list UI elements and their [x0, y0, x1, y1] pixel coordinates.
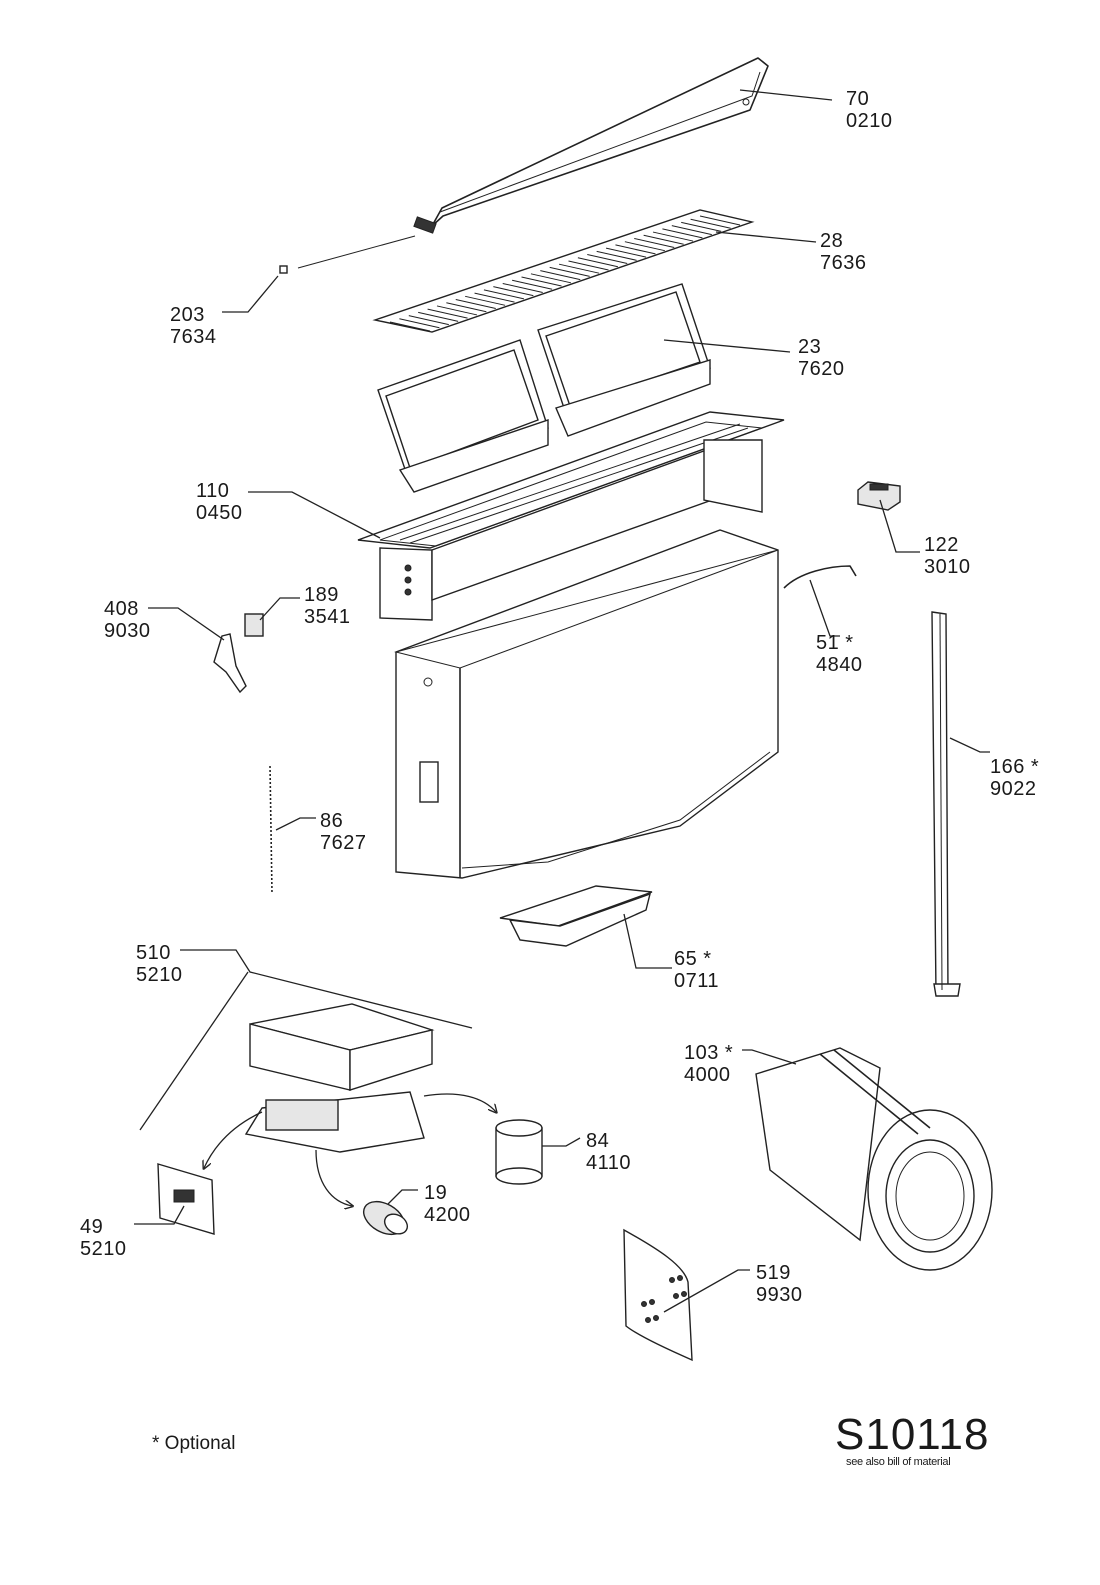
part-110-top-frame: [357, 411, 785, 621]
part-label-203: 203 7634: [170, 304, 217, 348]
part-label-86: 86 7627: [320, 810, 367, 854]
part-label-51: 51 * 4840: [816, 632, 863, 676]
part-code: 4000: [684, 1064, 731, 1086]
part-code: 7620: [798, 358, 845, 380]
part-408-bracket: [213, 633, 247, 694]
part-103-fan: [755, 1047, 993, 1271]
part-49-circuit-board: [157, 1163, 215, 1235]
part-label-103: 103 * 4000: [684, 1042, 733, 1086]
part-number: 49: [80, 1216, 104, 1238]
part-number: 70: [846, 88, 870, 110]
part-189-connector: [244, 613, 264, 637]
part-51-cable: [783, 565, 857, 589]
part-code: 3541: [304, 606, 351, 628]
part-label-23: 23 7620: [798, 336, 845, 380]
part-code: 4200: [424, 1204, 471, 1226]
part-code: 5210: [136, 964, 183, 986]
part-number: 51 *: [816, 632, 854, 654]
part-number: 166 *: [990, 756, 1040, 778]
part-label-49: 49 5210: [80, 1216, 127, 1260]
part-number: 23: [798, 336, 822, 358]
part-code: 7634: [170, 326, 217, 348]
part-19-plug: [363, 1200, 409, 1236]
part-label-110: 110 0450: [196, 480, 243, 524]
part-number: 510: [136, 942, 171, 964]
part-label-19: 19 4200: [424, 1182, 471, 1226]
part-code: 3010: [924, 556, 971, 578]
part-number: 103 *: [684, 1042, 734, 1064]
part-code: 7636: [820, 252, 867, 274]
part-number: 86: [320, 810, 344, 832]
part-number: 189: [304, 584, 339, 606]
part-number: 28: [820, 230, 844, 252]
drawing-number: S10118: [835, 1410, 990, 1459]
part-65-tray: [499, 885, 653, 947]
part-number: 84: [586, 1130, 610, 1152]
part-203-small-clip: [279, 265, 288, 274]
part-code: 9030: [104, 620, 151, 642]
part-label-70: 70 0210: [846, 88, 893, 132]
part-label-65: 65 * 0711: [674, 948, 719, 992]
part-number: 122: [924, 534, 959, 556]
part-70-lid-frame: [413, 57, 769, 234]
part-label-84: 84 4110: [586, 1130, 631, 1174]
part-number: 65 *: [674, 948, 712, 970]
part-code: 7627: [320, 832, 367, 854]
part-84-capacitor: [495, 1119, 543, 1185]
leader-lines: [134, 89, 990, 1313]
part-code: 0210: [846, 110, 893, 132]
part-122-switch-unit: [857, 481, 901, 511]
part-86-spring: [269, 765, 273, 895]
part-label-28: 28 7636: [820, 230, 867, 274]
part-code: 9022: [990, 778, 1037, 800]
optional-footnote: * Optional: [152, 1433, 236, 1454]
part-label-189: 189 3541: [304, 584, 351, 628]
part-23-filter-panels: [377, 283, 711, 493]
part-label-408: 408 9030: [104, 598, 151, 642]
part-519-mounting-plate: [623, 1228, 693, 1362]
part-label-122: 122 3010: [924, 534, 971, 578]
part-number: 110: [196, 480, 230, 502]
part-label-510: 510 5210: [136, 942, 183, 986]
part-code: 9930: [756, 1284, 803, 1306]
part-label-166: 166 * 9022: [990, 756, 1039, 800]
part-510-control-group: [244, 1003, 435, 1153]
part-label-519: 519 9930: [756, 1262, 803, 1306]
part-code: 4110: [586, 1152, 632, 1174]
part-166-guide-rail: [931, 611, 961, 997]
part-code: 0450: [196, 502, 243, 524]
part-number: 519: [756, 1262, 791, 1284]
bill-of-material-note: see also bill of material: [846, 1456, 951, 1468]
part-code: 5210: [80, 1238, 127, 1260]
part-code: 0711: [674, 970, 720, 992]
part-number: 203: [170, 304, 205, 326]
part-code: 4840: [816, 654, 863, 676]
part-28-grid-filter: [372, 209, 755, 333]
part-number: 408: [104, 598, 139, 620]
part-number: 19: [424, 1182, 448, 1204]
main-housing-body: [394, 529, 779, 879]
